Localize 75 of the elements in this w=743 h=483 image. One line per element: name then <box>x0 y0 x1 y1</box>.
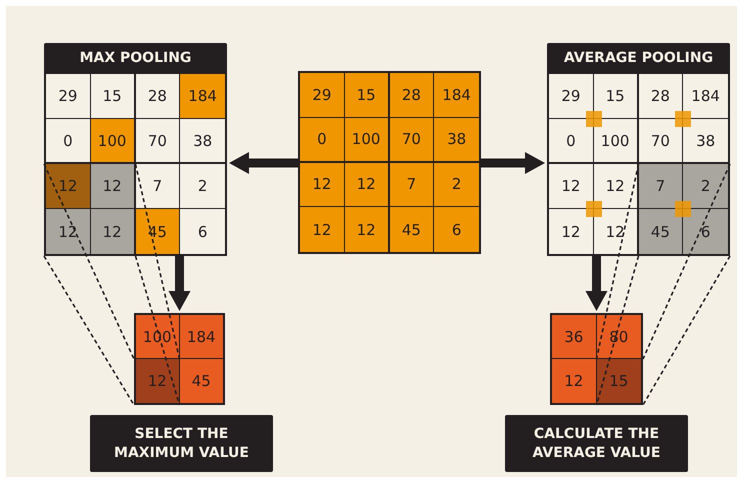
heading-banner: AVERAGE POOLING <box>547 43 730 74</box>
value-cell: 184 <box>180 315 223 359</box>
caption-box: CALCULATE THE AVERAGE VALUE <box>505 415 688 472</box>
value-cell: 12 <box>90 164 136 209</box>
value-cell: 0 <box>46 119 91 164</box>
value-cell: 29 <box>300 73 345 118</box>
heading-banner: MAX POOLING <box>44 43 227 74</box>
value-cell: 6 <box>683 209 728 254</box>
value-cell: 7 <box>390 162 434 208</box>
value-cell: 100 <box>90 119 136 164</box>
value-cell: 70 <box>638 119 684 164</box>
value-cell: 12 <box>46 209 91 254</box>
value-cell: 12 <box>46 164 91 209</box>
value-cell: 70 <box>136 119 180 164</box>
value-cell: 6 <box>434 207 479 252</box>
value-cell: 7 <box>638 164 684 209</box>
value-cell: 12 <box>300 162 345 208</box>
value-cell: 12 <box>300 207 345 252</box>
value-cell: 45 <box>638 209 684 254</box>
value-cell: 80 <box>596 315 641 359</box>
value-cell: 12 <box>549 209 594 254</box>
value-cell: 28 <box>390 73 434 118</box>
projection-line <box>43 164 135 360</box>
value-cell: 6 <box>180 209 225 254</box>
value-cell: 12 <box>344 207 390 252</box>
value-cell: 100 <box>594 119 638 164</box>
value-cell: 15 <box>344 73 390 118</box>
value-cell: 2 <box>683 164 728 209</box>
value-cell: 12 <box>90 209 136 254</box>
output-grid <box>134 313 225 405</box>
projection-line <box>134 164 180 360</box>
value-cell: 28 <box>136 74 180 119</box>
value-cell: 0 <box>549 119 594 164</box>
value-cell: 29 <box>46 74 91 119</box>
value-cell: 15 <box>90 74 136 119</box>
value-cell: 45 <box>180 359 223 403</box>
projection-line <box>43 256 135 406</box>
value-cell: 0 <box>300 118 345 162</box>
value-cell: 2 <box>180 164 225 209</box>
value-cell: 12 <box>594 164 638 209</box>
value-cell: 38 <box>434 118 479 162</box>
value-cell: 45 <box>136 209 180 254</box>
value-cell: 29 <box>549 74 594 119</box>
projection-line <box>596 164 640 360</box>
projection-line <box>642 164 731 360</box>
value-cell: 2 <box>434 162 479 208</box>
value-cell: 100 <box>344 118 390 162</box>
number-grid <box>298 71 481 254</box>
value-cell: 12 <box>549 164 594 209</box>
value-cell: 184 <box>434 73 479 118</box>
value-cell: 184 <box>683 74 728 119</box>
output-grid <box>550 313 643 405</box>
value-cell: 184 <box>180 74 225 119</box>
value-cell: 12 <box>136 359 180 403</box>
value-cell: 15 <box>594 74 638 119</box>
number-grid <box>547 72 730 256</box>
projection-line <box>642 256 731 406</box>
value-cell: 45 <box>390 207 434 252</box>
value-cell: 12 <box>344 162 390 208</box>
value-cell: 15 <box>596 359 641 403</box>
number-grid <box>44 72 227 256</box>
value-cell: 38 <box>683 119 728 164</box>
value-cell: 36 <box>552 315 596 359</box>
value-cell: 28 <box>638 74 684 119</box>
arrow <box>168 256 190 311</box>
value-cell: 12 <box>552 359 596 403</box>
value-cell: 7 <box>136 164 180 209</box>
value-cell: 12 <box>594 209 638 254</box>
caption-box: SELECT THE MAXIMUM VALUE <box>90 415 273 472</box>
arrow <box>229 152 298 174</box>
arrow <box>586 256 608 311</box>
value-cell: 70 <box>390 118 434 162</box>
value-cell: 100 <box>136 315 180 359</box>
value-cell: 38 <box>180 119 225 164</box>
arrow <box>481 152 545 174</box>
